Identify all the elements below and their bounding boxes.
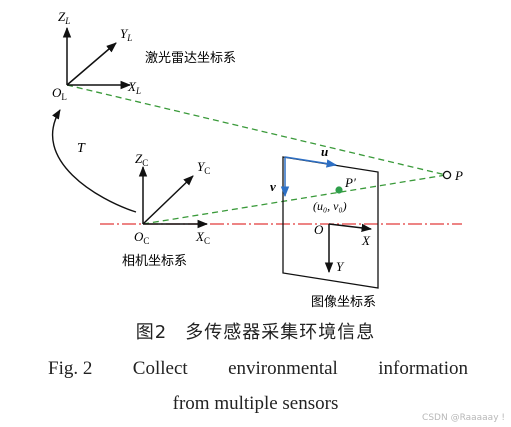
world-point (442, 170, 452, 180)
transform-curve (52, 109, 137, 213)
caption-en-word: Collect (132, 358, 188, 379)
watermark: CSDN @Raaaaay ! (422, 413, 505, 423)
caption-en-word: environmental (228, 358, 338, 379)
ray-camera-to-p (142, 174, 447, 225)
camera-x-label: XC (195, 229, 210, 246)
image-plane: u v O X Y (u₀, v₀) P′ 图像坐标系 (270, 144, 379, 309)
v-label: v (270, 179, 276, 194)
lidar-z-label: ZL (58, 9, 70, 26)
caption-cn-label: 图2 (135, 322, 168, 343)
lidar-x-label: XL (127, 79, 141, 96)
u-axis (284, 156, 338, 168)
image-origin-label: O (314, 222, 324, 237)
caption-cn-text: 多传感器采集环境信息 (185, 322, 376, 343)
image-x-label: X (361, 233, 371, 248)
camera-z-label: ZC (135, 151, 148, 168)
ray-lidar-to-p (66, 84, 447, 176)
lidar-frame: ZL YL XL OL 激光雷达坐标系 (52, 9, 236, 102)
camera-frame: ZC YC XC OC 相机坐标系 (122, 151, 210, 268)
caption-en-word: information (378, 358, 468, 379)
u-label: u (321, 144, 328, 159)
transform-label: T (77, 141, 86, 156)
caption-english-line1: Fig. 2 Collect environmental information (48, 358, 468, 380)
image-y-label: Y (336, 259, 345, 274)
caption-english-line2: from multiple sensors (172, 393, 339, 414)
projected-point (335, 186, 343, 194)
principal-point-label: (u₀, v₀) (313, 199, 347, 213)
camera-origin-label: OC (134, 229, 149, 246)
lidar-y-label: YL (120, 26, 132, 43)
caption-en-label: Fig. 2 (48, 358, 93, 379)
caption-chinese: 图2 多传感器采集环境信息 (0, 318, 511, 344)
world-point-label: P (454, 168, 463, 183)
image-frame-name: 图像坐标系 (311, 294, 376, 309)
lidar-origin-label: OL (52, 85, 67, 102)
camera-y-label: YC (197, 159, 210, 176)
camera-frame-name: 相机坐标系 (122, 253, 187, 268)
p-prime-label: P′ (344, 175, 356, 190)
lidar-frame-name: 激光雷达坐标系 (145, 50, 236, 65)
image-x-axis (328, 223, 373, 233)
